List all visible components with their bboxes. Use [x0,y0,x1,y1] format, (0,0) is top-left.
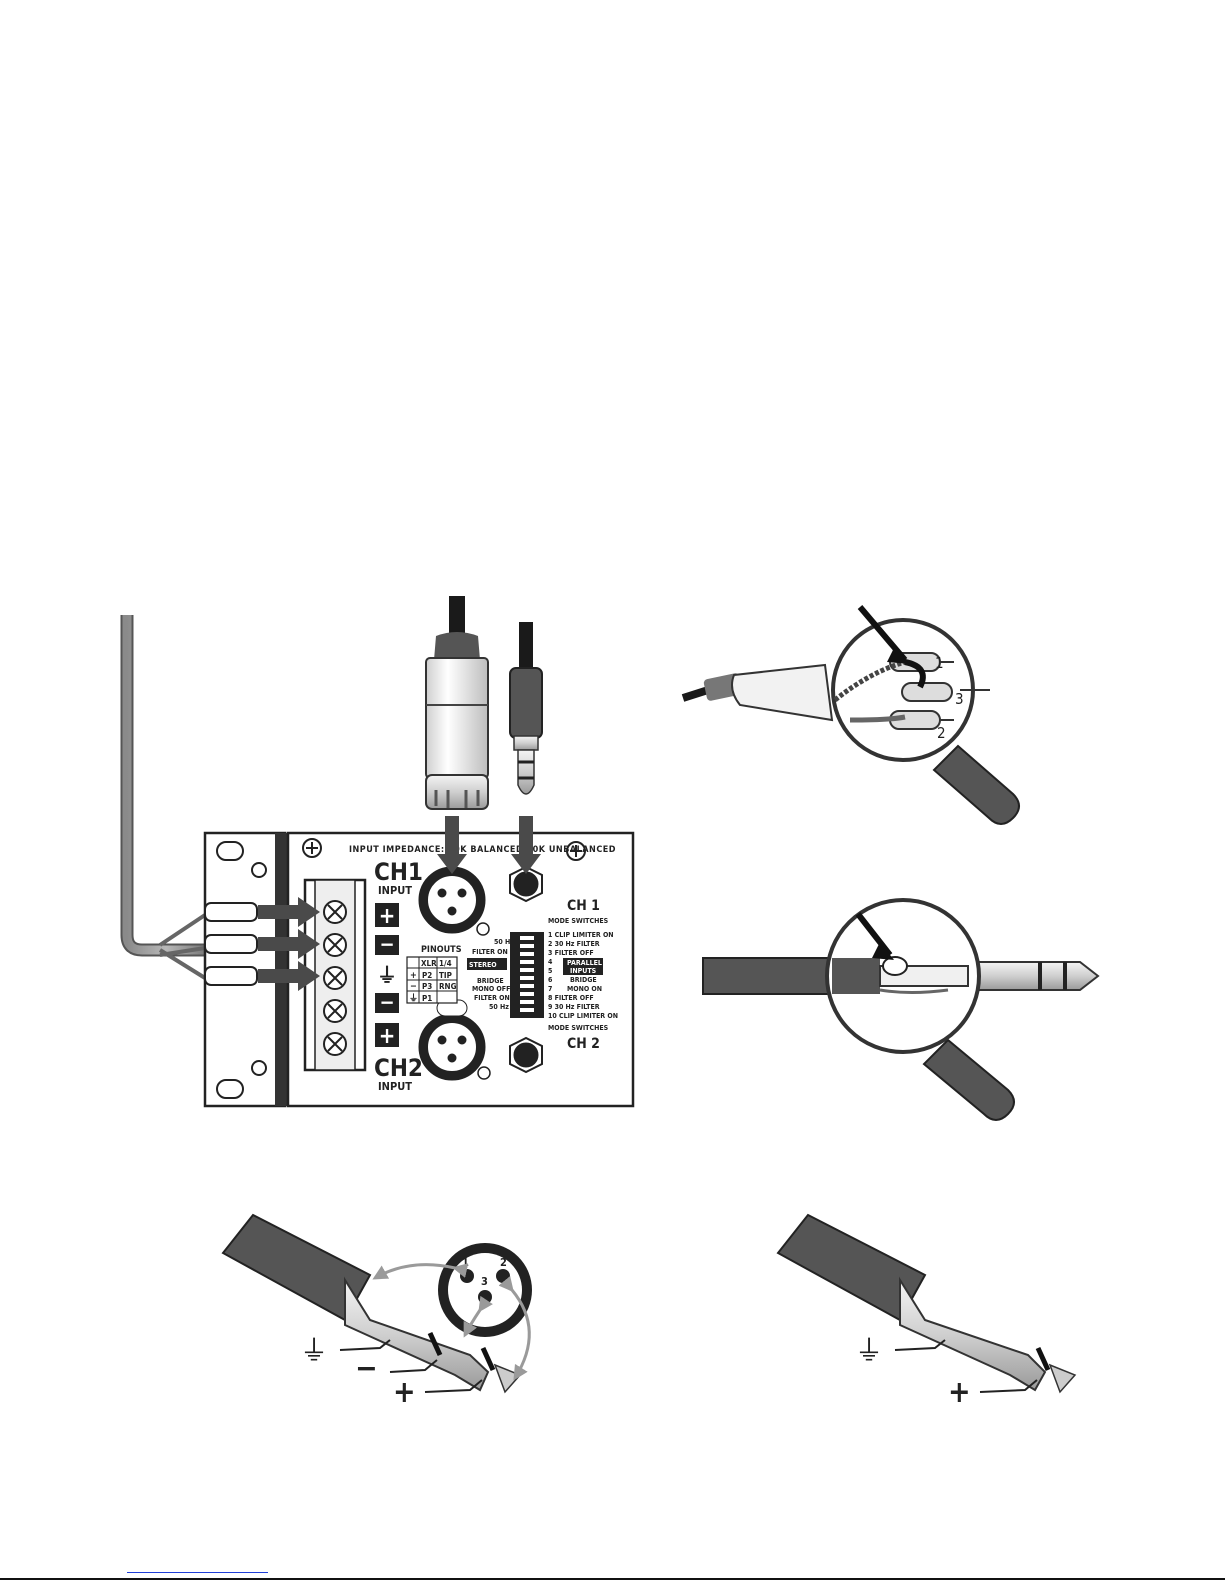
svg-text:−: − [379,932,394,956]
cable-conduit [120,615,205,957]
trs-solder-detail [702,898,1100,1121]
svg-text:3: 3 [481,1275,488,1288]
svg-text:+: + [410,971,417,981]
dip-switch[interactable] [520,1000,534,1004]
dip-switch[interactable] [520,992,534,996]
ch1-label: CH1 [374,858,423,886]
svg-text:P1: P1 [422,994,432,1003]
terminal-arrows [258,897,320,991]
svg-text:BRIDGE: BRIDGE [477,977,504,985]
svg-text:2 30 Hz FILTER: 2 30 Hz FILTER [548,940,600,948]
svg-text:8 FILTER OFF: 8 FILTER OFF [548,994,594,1002]
svg-text:+: + [379,904,396,929]
insert-arrows [437,816,541,874]
svg-text:1 CLIP LIMITER ON: 1 CLIP LIMITER ON [548,931,614,939]
dip-switch[interactable] [520,936,534,940]
terminal-signs: + − ⏚ − + [375,903,399,1049]
svg-text:4: 4 [548,958,553,966]
svg-text:TIP: TIP [439,971,452,980]
svg-text:P2: P2 [422,971,432,980]
svg-text:1/4: 1/4 [439,959,452,968]
ch2-label: CH2 [374,1054,423,1082]
svg-text:PINOUTS: PINOUTS [421,945,462,955]
svg-text:MODE SWITCHES: MODE SWITCHES [548,917,609,925]
xlr-male-plug [425,596,489,810]
svg-text:2: 2 [937,724,946,742]
svg-text:3 FILTER OFF: 3 FILTER OFF [548,949,594,957]
terminal-block [303,878,367,1072]
svg-text:P3: P3 [422,982,432,991]
svg-text:−: − [410,982,417,992]
dip-switch[interactable] [520,952,534,956]
svg-text:XLR: XLR [421,959,437,968]
svg-text:9 30 Hz FILTER: 9 30 Hz FILTER [548,1003,600,1011]
rear-panel: INPUT IMPEDANCE: 20K BALANCED 10K UNBALA… [120,615,635,1108]
footer-rule [0,1578,1225,1580]
xlr-jack-ch2[interactable] [418,999,486,1081]
svg-text:⏚: ⏚ [300,1334,328,1367]
ch2-input-label: INPUT [378,1080,412,1093]
svg-text:3: 3 [955,690,964,708]
dip-switch[interactable] [520,968,534,972]
svg-text:⏚: ⏚ [409,993,418,1004]
ts-plug-diagram: ⏚ + [776,1213,1077,1410]
dip-switch[interactable] [520,960,534,964]
svg-text:+: + [379,1024,396,1049]
dip-switch-bank[interactable] [510,932,544,1018]
svg-text:CH 1: CH 1 [567,898,600,914]
svg-text:+: + [948,1375,971,1410]
spade-lugs [204,902,258,986]
svg-text:PARALLEL: PARALLEL [567,959,602,967]
svg-text:MODE SWITCHES: MODE SWITCHES [548,1024,609,1032]
svg-text:FILTER ON: FILTER ON [472,948,508,956]
svg-text:6: 6 [548,976,553,984]
trs-plug [509,622,543,795]
svg-text:+: + [393,1375,416,1410]
mode-annotations-left: 50 Hz FILTER ON STEREO BRIDGE MONO OFF F… [467,922,514,1080]
svg-text:2: 2 [500,1256,507,1269]
svg-text:5: 5 [548,967,552,975]
svg-text:1: 1 [462,1256,469,1269]
svg-text:−: − [355,1351,378,1386]
svg-text:−: − [379,990,394,1014]
mode-switch-list: CH 1 MODE SWITCHES 1 CLIP LIMITER ON 2 3… [548,898,618,1052]
dip-switch[interactable] [520,944,534,948]
svg-text:50 Hz: 50 Hz [489,1003,509,1011]
screw-icon [302,838,586,861]
impedance-label: INPUT IMPEDANCE: 20K BALANCED 10K UNBALA… [349,845,616,855]
trs-xlr-pinmap: 1 2 3 ⏚ − + [221,1213,532,1410]
xlr-jack-ch1[interactable] [418,866,486,934]
svg-text:⏚: ⏚ [377,963,397,987]
dip-switch[interactable] [520,976,534,980]
pinouts-table: PINOUTS XLR 1/4 + P2 TIP − P3 RNG ⏚ P1 [406,945,462,1004]
quarter-inch-jack-ch2[interactable] [509,1036,543,1074]
svg-text:⏚: ⏚ [855,1334,883,1367]
dip-switch[interactable] [520,1008,534,1012]
xlr-solder-detail: 1 3 2 [681,605,1020,825]
svg-text:50 Hz: 50 Hz [494,938,514,946]
svg-text:1: 1 [935,654,944,672]
svg-text:RNG: RNG [439,982,457,991]
quarter-inch-jack-ch1[interactable] [509,865,543,903]
svg-text:CH 2: CH 2 [567,1036,600,1052]
footer-link-underline[interactable] [127,1572,268,1573]
svg-text:STEREO: STEREO [469,961,497,969]
svg-text:INPUTS: INPUTS [570,967,597,975]
svg-text:7: 7 [548,985,552,993]
svg-text:MONO OFF: MONO OFF [472,985,510,993]
svg-text:10 CLIP LIMITER ON: 10 CLIP LIMITER ON [548,1012,618,1020]
svg-text:BRIDGE: BRIDGE [570,976,597,984]
ch1-input-label: INPUT [378,884,412,897]
dip-switch[interactable] [520,984,534,988]
svg-text:MONO ON: MONO ON [567,985,602,993]
svg-text:FILTER ON: FILTER ON [474,994,510,1002]
